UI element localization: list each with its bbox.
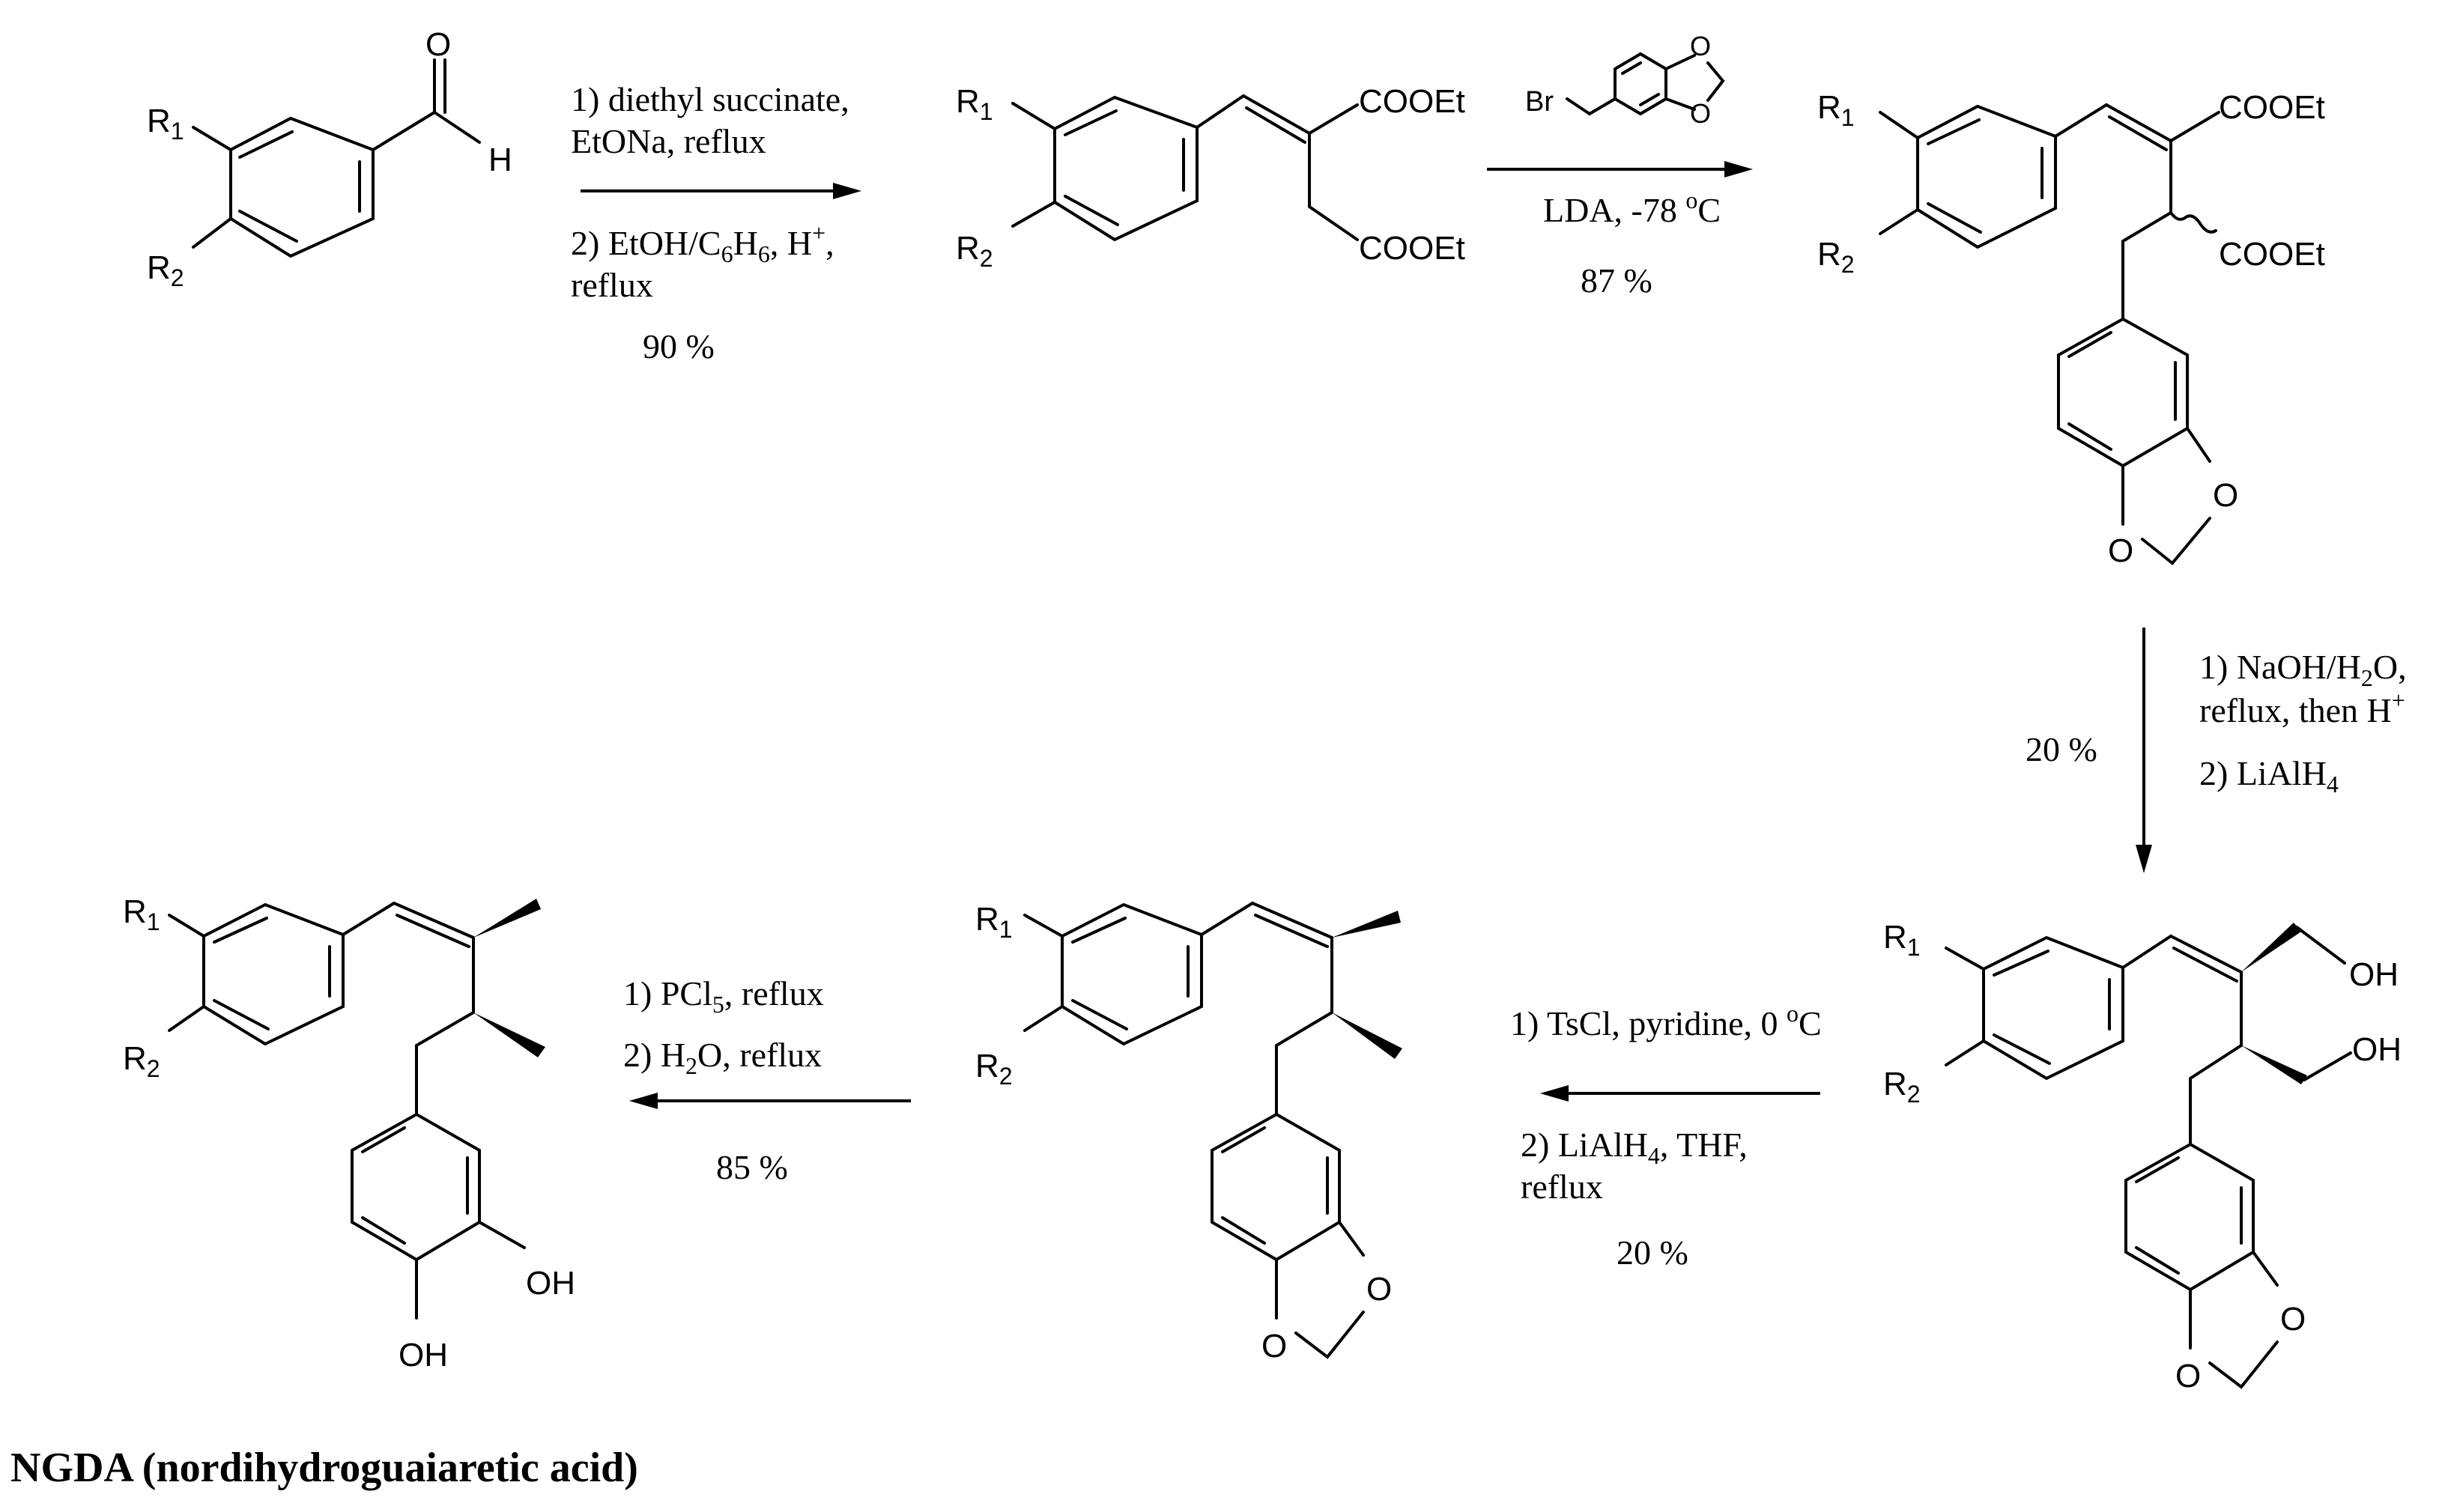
- condition-line: EtONa, reflux: [571, 122, 766, 160]
- condition-line: 2) EtOH/C6H6, H+,: [571, 219, 834, 267]
- atom-label-O: O: [2213, 477, 2238, 514]
- substituent-R1: R1: [975, 901, 1013, 943]
- atom-label-O: O: [1261, 1328, 1287, 1364]
- substituent-R2: R2: [975, 1048, 1013, 1090]
- yield-label: 87 %: [1581, 261, 1652, 300]
- condition-line: 1) diethyl succinate,: [571, 80, 849, 118]
- atom-label-O: O: [2280, 1301, 2306, 1338]
- benzodioxole-ring: [1211, 1112, 1365, 1359]
- benzene-ring: [1982, 935, 2124, 1081]
- atom-label-O: O: [1690, 31, 1711, 61]
- benzene-ring: [1916, 104, 2057, 249]
- condition-line: 1) NaOH/H2O,: [2199, 648, 2407, 691]
- compound-diol: OH OH O O R1 R2: [1883, 919, 2402, 1394]
- condition-line: reflux: [1521, 1168, 1603, 1206]
- yield-label: 85 %: [716, 1148, 788, 1186]
- step5-conditions: 1) PCl5, reflux 2) H2O, reflux 85 %: [623, 974, 911, 1186]
- substituent-R1: R1: [956, 83, 993, 125]
- step4-conditions: 1) TsCl, pyridine, 0 oC 2) LiAlH4, THF, …: [1510, 1000, 1822, 1272]
- wedge-bond: [1332, 1012, 1402, 1059]
- yield-label: 20 %: [1617, 1233, 1688, 1272]
- atom-label-O: O: [1690, 98, 1711, 129]
- compound-alkylated-diester: COOEt COOEt O O R1 R2: [1817, 89, 2325, 569]
- substituent-R2: R2: [1883, 1066, 1921, 1108]
- substituent-R1: R1: [1817, 89, 1855, 131]
- condition-line: 1) TsCl, pyridine, 0 oC: [1510, 1000, 1822, 1042]
- atom-label-Br: Br: [1525, 86, 1554, 118]
- substituent-R2: R2: [956, 230, 993, 272]
- step2-conditions: Br O O LDA, -78 oC 87 %: [1487, 31, 1753, 300]
- group-label-OH: OH: [526, 1265, 575, 1302]
- arrowhead: [1724, 161, 1753, 177]
- compound-alkene-diester: COOEt COOEt R1 R2: [956, 83, 1465, 272]
- arrowhead: [833, 183, 861, 199]
- substituent-R2: R2: [123, 1040, 160, 1082]
- group-label-COOEt: COOEt: [2219, 89, 2325, 126]
- benzodioxole-ring: [2057, 317, 2211, 565]
- arrowhead: [629, 1093, 658, 1109]
- group-label-OH: OH: [399, 1337, 448, 1373]
- wedge-bond: [2241, 923, 2301, 972]
- wedge-bond: [473, 899, 541, 938]
- benzene-ring: [1053, 95, 1199, 242]
- substituent-R1: R1: [123, 893, 160, 935]
- group-label-OH: OH: [2352, 1031, 2402, 1068]
- substituent-R1: R1: [147, 103, 184, 145]
- condition-line: reflux, then H+: [2199, 687, 2405, 729]
- yield-label: 20 %: [2026, 730, 2097, 768]
- substituent-R2: R2: [1817, 236, 1855, 278]
- condition-line: 2) LiAlH4: [2199, 754, 2339, 798]
- group-label-OH: OH: [2349, 956, 2399, 993]
- atom-label-H: H: [488, 142, 512, 178]
- substituent-R2: R2: [147, 249, 184, 291]
- benzene-ring: [229, 116, 375, 258]
- scheme-title: NGDA (nordihydroguaiaretic acid): [10, 1445, 638, 1491]
- benzene-ring: [202, 902, 345, 1046]
- condition-line: 2) H2O, reflux: [623, 1036, 822, 1079]
- wedge-bond: [473, 1012, 545, 1057]
- compound-NGDA: OH OH R1 R2: [123, 893, 575, 1373]
- atom-label-O: O: [2175, 1358, 2201, 1394]
- arrowhead: [1540, 1085, 1569, 1102]
- benzodioxole-ring: [2124, 1142, 2279, 1389]
- group-label-COOEt: COOEt: [1359, 230, 1465, 267]
- step3-conditions: 20 % 1) NaOH/H2O, reflux, then H+ 2) LiA…: [2026, 628, 2407, 873]
- catechol-ring: [351, 1112, 526, 1320]
- condition-line: LDA, -78 oC: [1543, 186, 1721, 229]
- substituent-R1: R1: [1883, 919, 1921, 961]
- reagent-piperonyl-bromide: Br O O: [1525, 31, 1725, 129]
- atom-label-O: O: [1366, 1271, 1392, 1308]
- condition-line: 2) LiAlH4, THF,: [1521, 1126, 1748, 1169]
- arrowhead: [2136, 845, 2152, 873]
- atom-label-O: O: [425, 26, 451, 63]
- wedge-bond: [2241, 1045, 2307, 1084]
- benzene-ring: [1061, 902, 1203, 1046]
- step1-conditions: 1) diethyl succinate, EtONa, reflux 2) E…: [571, 80, 861, 365]
- condition-line: 1) PCl5, reflux: [623, 974, 824, 1018]
- atom-label-O: O: [2108, 532, 2133, 569]
- wedge-bond: [1332, 911, 1401, 938]
- yield-label: 90 %: [643, 327, 715, 365]
- group-label-COOEt: COOEt: [1359, 83, 1465, 120]
- group-label-COOEt: COOEt: [2219, 236, 2325, 273]
- compound-benzaldehyde: O H R1 R2: [147, 26, 512, 291]
- condition-line: reflux: [571, 266, 653, 304]
- compound-dimethyl-alkene: O O R1 R2: [975, 901, 1402, 1364]
